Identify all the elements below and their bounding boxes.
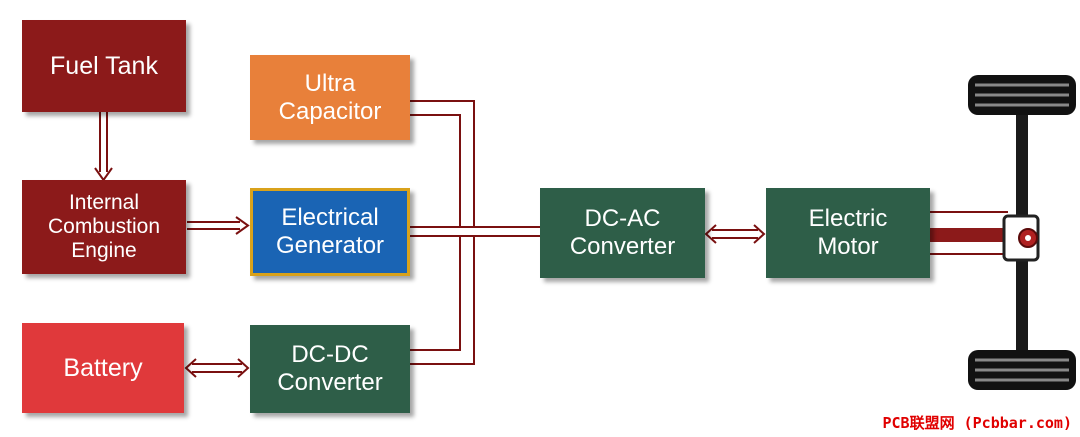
electrical-generator-block: Electrical Generator bbox=[250, 188, 410, 276]
dc-ac-converter-block: DC-AC Converter bbox=[540, 188, 705, 278]
capacitor-bus-line bbox=[410, 100, 475, 227]
fuel-tank-block: Fuel Tank bbox=[22, 20, 186, 112]
watermark-text: PCB联盟网 (Pcbbar.com) bbox=[882, 414, 1073, 432]
dc-dc-converter-block: DC-DC Converter bbox=[250, 325, 410, 413]
ultra-capacitor-block: Ultra Capacitor bbox=[250, 55, 410, 140]
fuel-to-engine-arrow bbox=[94, 112, 113, 182]
axle-assembly bbox=[968, 75, 1076, 390]
engine-to-generator-arrow bbox=[187, 216, 250, 235]
dcdc-bus-line bbox=[410, 236, 475, 365]
electric-motor-block: Electric Motor bbox=[766, 188, 930, 278]
internal-combustion-engine-block: Internal Combustion Engine bbox=[22, 180, 186, 274]
battery-block: Battery bbox=[22, 323, 184, 413]
dcac-motor-arrow bbox=[704, 224, 766, 244]
battery-dcdc-arrow bbox=[184, 358, 250, 378]
generator-to-dcac-line bbox=[410, 226, 540, 237]
bottom-wheel bbox=[968, 350, 1076, 390]
motor-drive-shaft bbox=[930, 211, 1010, 255]
top-wheel bbox=[968, 75, 1076, 115]
